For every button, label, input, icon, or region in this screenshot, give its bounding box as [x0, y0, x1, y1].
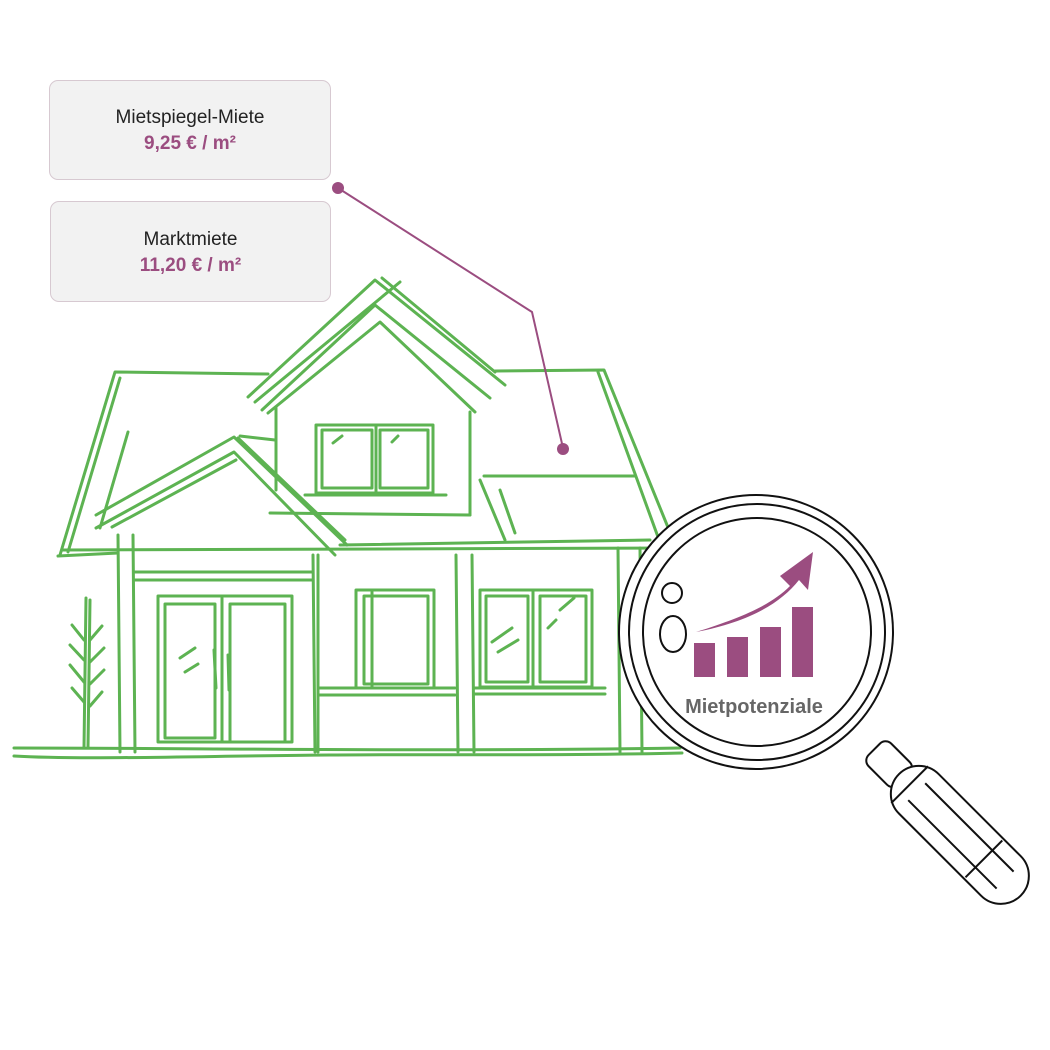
- callout-end-dot: [557, 443, 569, 455]
- callout-connector: [332, 182, 569, 455]
- growth-bar-4: [792, 607, 813, 677]
- magnifier-label: Mietpotenziale: [685, 696, 823, 718]
- growth-chart-icon: [694, 552, 813, 677]
- mietspiegel-value: 9,25 € / m²: [144, 133, 236, 154]
- mietspiegel-label: Mietspiegel-Miete: [115, 107, 265, 128]
- lens-glare-icon: [661, 582, 683, 604]
- marktmiete-value: 11,20 € / m²: [139, 255, 242, 276]
- growth-bar-3: [760, 627, 781, 677]
- marktmiete-label: Marktmiete: [143, 229, 238, 250]
- magnifier-icon: Mietpotenziale: [618, 494, 1030, 905]
- magnifier-handle: [889, 764, 1030, 905]
- growth-bar-1: [694, 643, 715, 677]
- growth-bar-2: [727, 637, 748, 677]
- marktmiete-card: Marktmiete 11,20 € / m²: [50, 201, 331, 302]
- mietspiegel-card: Mietspiegel-Miete 9,25 € / m²: [49, 80, 331, 180]
- callout-start-dot: [332, 182, 344, 194]
- house-sketch: [12, 276, 684, 760]
